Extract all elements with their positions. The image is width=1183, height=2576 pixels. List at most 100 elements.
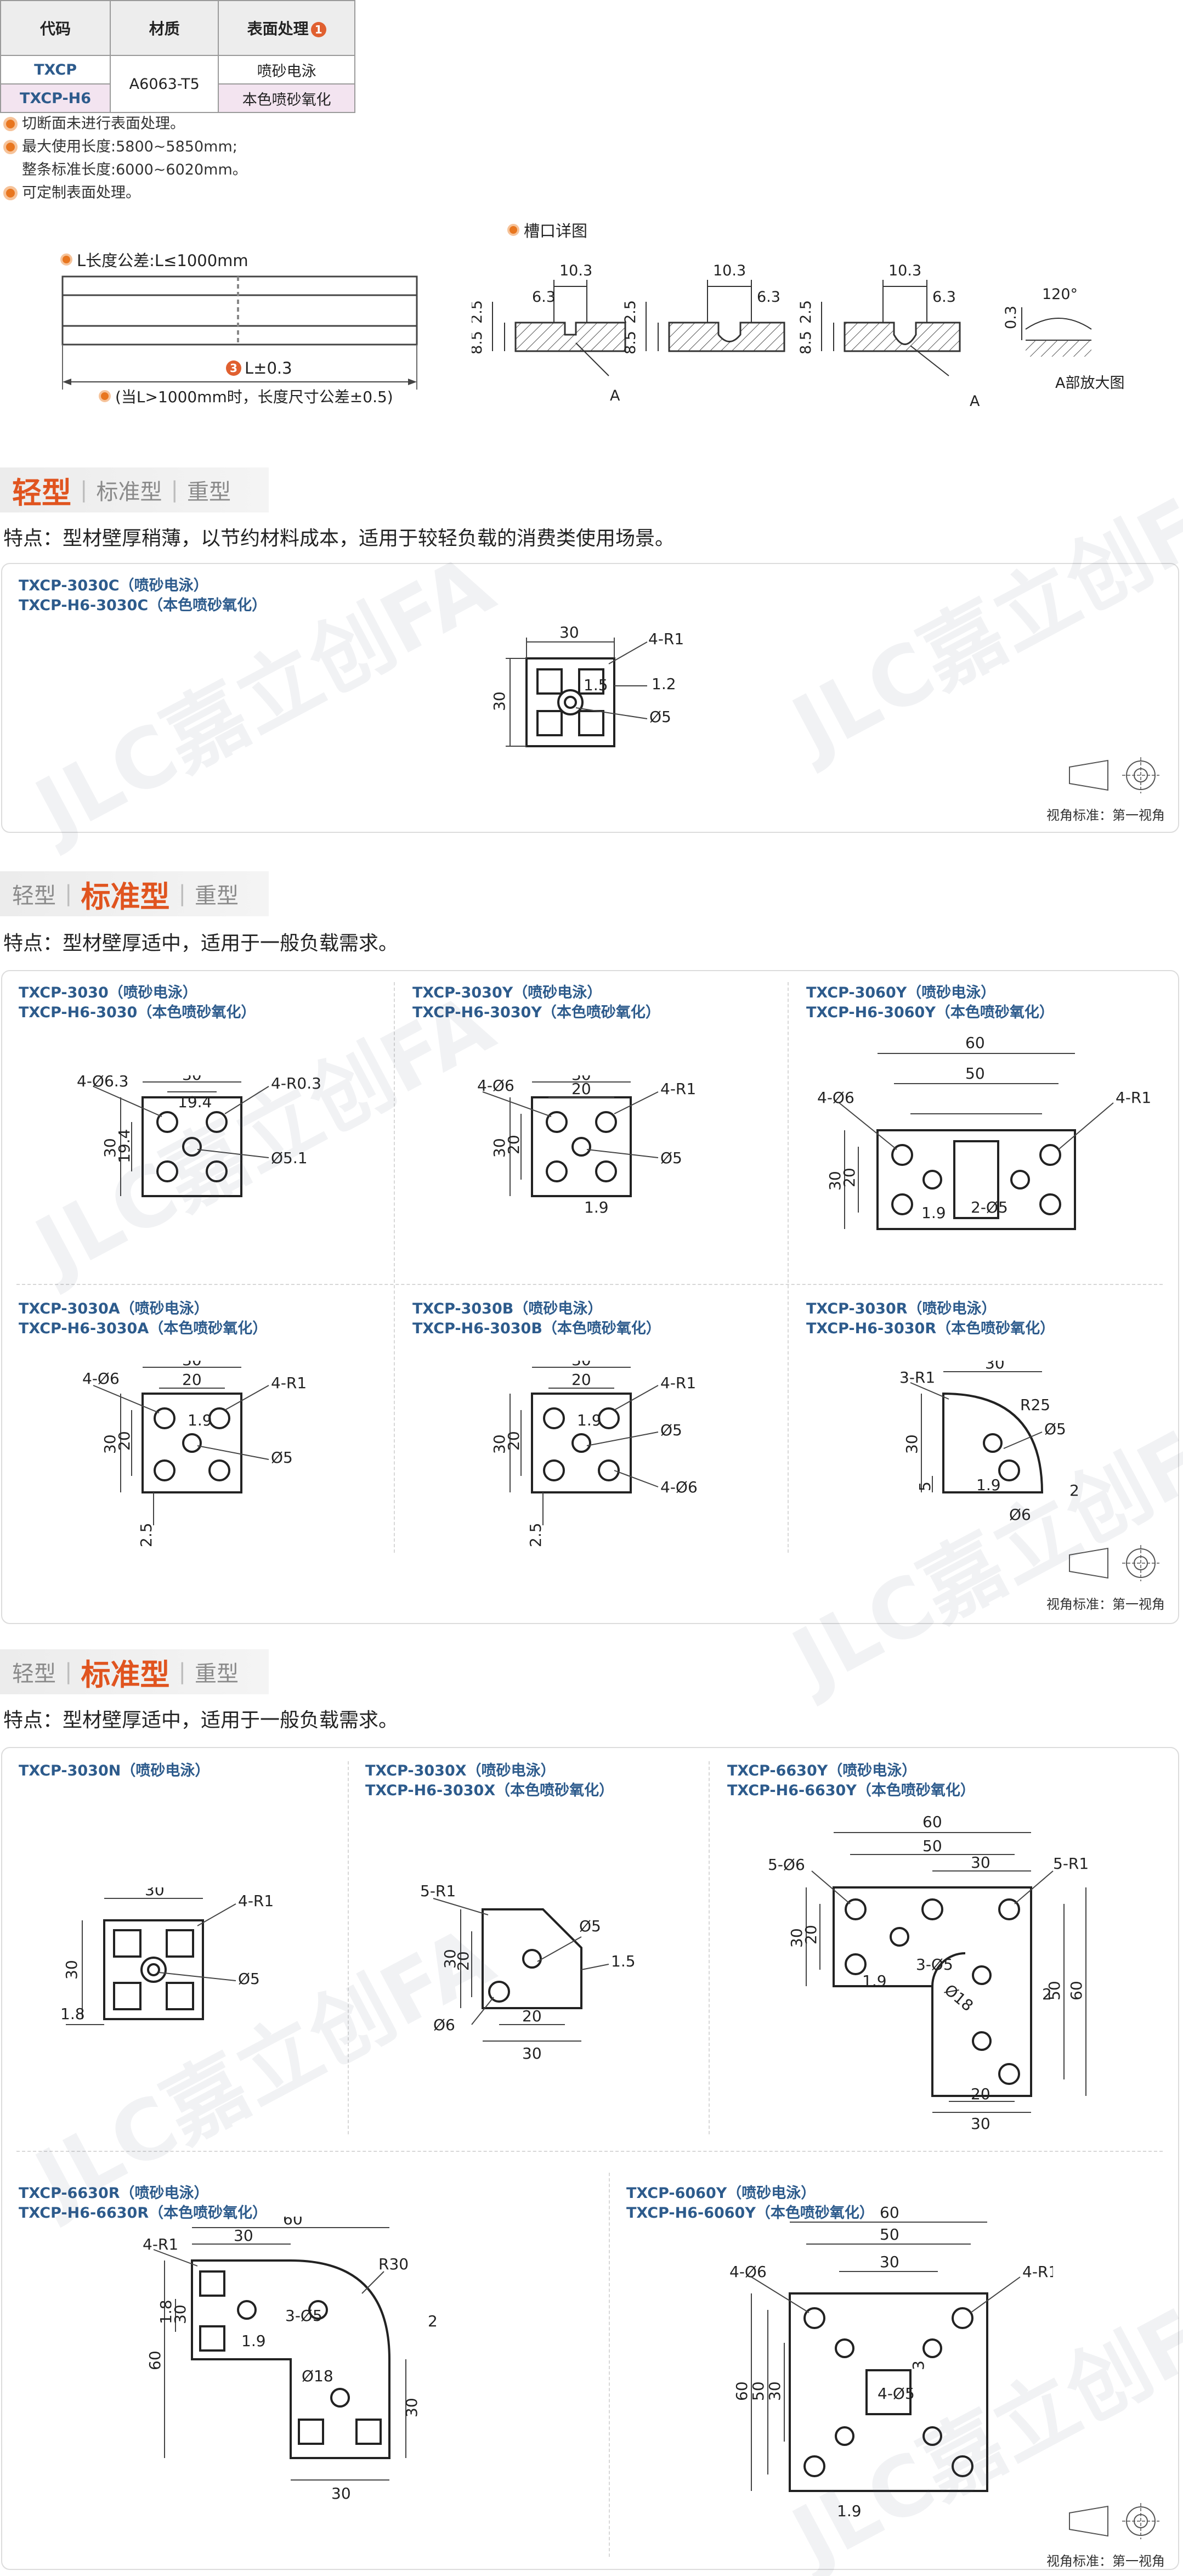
svg-text:60: 60 — [965, 1034, 985, 1052]
product-caption: TXCP-3030C（喷砂电泳） TXCP-H6-3030C（本色喷砂氧化） — [19, 577, 267, 614]
svg-text:10.3: 10.3 — [888, 262, 921, 279]
slot-detail-drawings: 10.36.3 10.36.3 10.36.3 2.5 8.5 2.5 8.5 … — [472, 262, 1092, 376]
cell-code: TXCP-H6 — [0, 83, 111, 113]
drawing-3030y: 30 20 4-Ø6 4-R1 30 20 Ø5 1.9 — [477, 1075, 696, 1216]
svg-text:1.9: 1.9 — [837, 2502, 862, 2520]
svg-text:3-Ø5: 3-Ø5 — [285, 2307, 322, 2325]
tab-light[interactable]: 轻型 — [12, 883, 56, 909]
svg-text:4-Ø6.3: 4-Ø6.3 — [77, 1075, 129, 1090]
svg-text:8.5: 8.5 — [472, 331, 485, 354]
header-material: 材质 — [110, 0, 219, 56]
svg-text:30: 30 — [145, 1887, 165, 1899]
svg-text:30: 30 — [490, 1434, 508, 1454]
section-tabs-standard: 轻型 | 标准型 | 重型 — [0, 871, 269, 916]
tab-heavy[interactable]: 重型 — [194, 883, 239, 909]
svg-text:Ø5.1: Ø5.1 — [271, 1149, 308, 1167]
svg-text:5-Ø6: 5-Ø6 — [768, 1856, 805, 1874]
svg-text:4-Ø6: 4-Ø6 — [817, 1089, 854, 1107]
svg-text:4-R1: 4-R1 — [660, 1374, 696, 1392]
view-standard-text: 视角标准：第一视角 — [1046, 2554, 1165, 2569]
drawing-3030n: 30 4-R1 30 Ø5 1.8 — [60, 1887, 274, 2025]
svg-text:4-R1: 4-R1 — [271, 1374, 307, 1392]
svg-text:50: 50 — [922, 1837, 942, 1855]
svg-text:1.5: 1.5 — [584, 676, 608, 694]
drawing-3030x: 5-R1 Ø5 1.5 30 20 Ø6 20 30 — [420, 1882, 636, 2062]
svg-text:30: 30 — [441, 1949, 459, 1969]
svg-text:1.9: 1.9 — [921, 1204, 946, 1222]
svg-text:30: 30 — [101, 1138, 119, 1158]
svg-text:4-R1: 4-R1 — [143, 2235, 178, 2253]
svg-text:2.5: 2.5 — [797, 300, 814, 324]
slot-label-a: A — [970, 393, 980, 410]
notes-list: 切断面未进行表面处理。 最大使用长度:5800~5850mm; 整条标准长度:6… — [3, 112, 247, 205]
note-bullet-icon — [3, 186, 18, 200]
svg-text:30: 30 — [826, 1171, 844, 1191]
slot-label-a: A — [610, 387, 620, 404]
svg-text:60: 60 — [1067, 1981, 1085, 2000]
note-bullet-icon — [3, 140, 18, 154]
length-footnote: (当L>1000mm时，长度尺寸公差±0.5) — [99, 385, 393, 407]
svg-text:30: 30 — [490, 691, 508, 711]
svg-text:2-Ø5: 2-Ø5 — [971, 1198, 1008, 1216]
svg-text:50: 50 — [880, 2225, 899, 2244]
svg-text:1.9: 1.9 — [584, 1198, 609, 1216]
cell-material: A6063-T5 — [110, 55, 219, 113]
svg-text:30: 30 — [490, 1138, 508, 1158]
svg-text:5-R1: 5-R1 — [1053, 1855, 1089, 1873]
view-standard-text: 视角标准：第一视角 — [1046, 1597, 1165, 1612]
tab-heavy[interactable]: 重型 — [186, 480, 231, 505]
svg-text:3-R1: 3-R1 — [899, 1368, 935, 1386]
note-bullet-icon — [3, 117, 18, 131]
first-angle-projection-icon — [1069, 757, 1159, 793]
svg-text:0.3: 0.3 — [1003, 306, 1020, 329]
svg-text:6.3: 6.3 — [932, 289, 956, 306]
svg-text:3-Ø5: 3-Ø5 — [916, 1955, 953, 1974]
svg-text:1.5: 1.5 — [611, 1952, 636, 1970]
svg-text:Ø5: Ø5 — [660, 1149, 682, 1167]
tab-standard[interactable]: 标准型 — [81, 1657, 170, 1692]
product-caption: TXCP-3060Y（喷砂电泳）TXCP-H6-3060Y（本色喷砂氧化） — [806, 984, 1054, 1021]
svg-text:20: 20 — [182, 1371, 202, 1389]
svg-text:20: 20 — [505, 1431, 523, 1451]
svg-text:5: 5 — [916, 1481, 934, 1491]
svg-text:Ø6: Ø6 — [433, 2016, 455, 2034]
product-caption: TXCP-3030（喷砂电泳）TXCP-H6-3030（本色喷砂氧化） — [19, 984, 256, 1021]
svg-text:4-R1: 4-R1 — [660, 1080, 696, 1098]
bullet-icon — [507, 224, 519, 236]
svg-text:Ø5: Ø5 — [271, 1448, 293, 1467]
svg-text:20: 20 — [454, 1951, 472, 1971]
drawing-6630r: 60 30 4-R1 R30 3-Ø5 2 1.8 30 1.9 60 Ø18 … — [143, 2217, 438, 2502]
svg-text:60: 60 — [283, 2217, 303, 2228]
svg-text:30: 30 — [788, 1928, 806, 1948]
svg-text:1.9: 1.9 — [577, 1411, 602, 1429]
tab-standard[interactable]: 标准型 — [96, 480, 162, 505]
svg-text:19.4: 19.4 — [115, 1129, 133, 1163]
svg-text:20: 20 — [522, 2007, 542, 2025]
svg-text:1.2: 1.2 — [652, 675, 676, 693]
svg-text:1.9: 1.9 — [188, 1411, 212, 1429]
product-caption: TXCP-3030N（喷砂电泳） — [19, 1762, 210, 1779]
tab-heavy[interactable]: 重型 — [194, 1661, 239, 1687]
svg-text:Ø5: Ø5 — [660, 1421, 682, 1439]
drawing-3060y: 60 50 4-Ø6 4-R1 30 20 2-Ø5 1.9 — [817, 1034, 1151, 1230]
badge-3: 3 — [226, 360, 241, 376]
svg-text:30: 30 — [571, 1361, 591, 1369]
tab-standard[interactable]: 标准型 — [81, 879, 170, 914]
svg-text:30: 30 — [182, 1361, 202, 1369]
svg-text:4-Ø6: 4-Ø6 — [660, 1478, 698, 1496]
section-tabs-standard-2: 轻型 | 标准型 | 重型 — [0, 1649, 269, 1694]
svg-text:50: 50 — [965, 1064, 985, 1083]
svg-text:20: 20 — [840, 1168, 858, 1187]
tab-light[interactable]: 轻型 — [12, 1661, 56, 1687]
section-tabs-light: 轻型 | 标准型 | 重型 — [0, 467, 269, 512]
svg-text:8.5: 8.5 — [797, 331, 814, 354]
svg-text:4-Ø6: 4-Ø6 — [82, 1369, 120, 1388]
note-item: 最大使用长度:5800~5850mm; — [3, 136, 247, 159]
drawing-3030c: 30 4-R1 1.5 1.2 30 Ø5 — [490, 625, 684, 747]
svg-text:120°: 120° — [1042, 286, 1078, 303]
cell-surface: 本色喷砂氧化 — [218, 83, 355, 113]
tab-light[interactable]: 轻型 — [12, 475, 71, 510]
drawing-3030a: 30 20 4-Ø6 4-R1 30 20 Ø5 1.9 2.5 — [82, 1361, 307, 1547]
svg-text:2: 2 — [428, 2312, 438, 2330]
